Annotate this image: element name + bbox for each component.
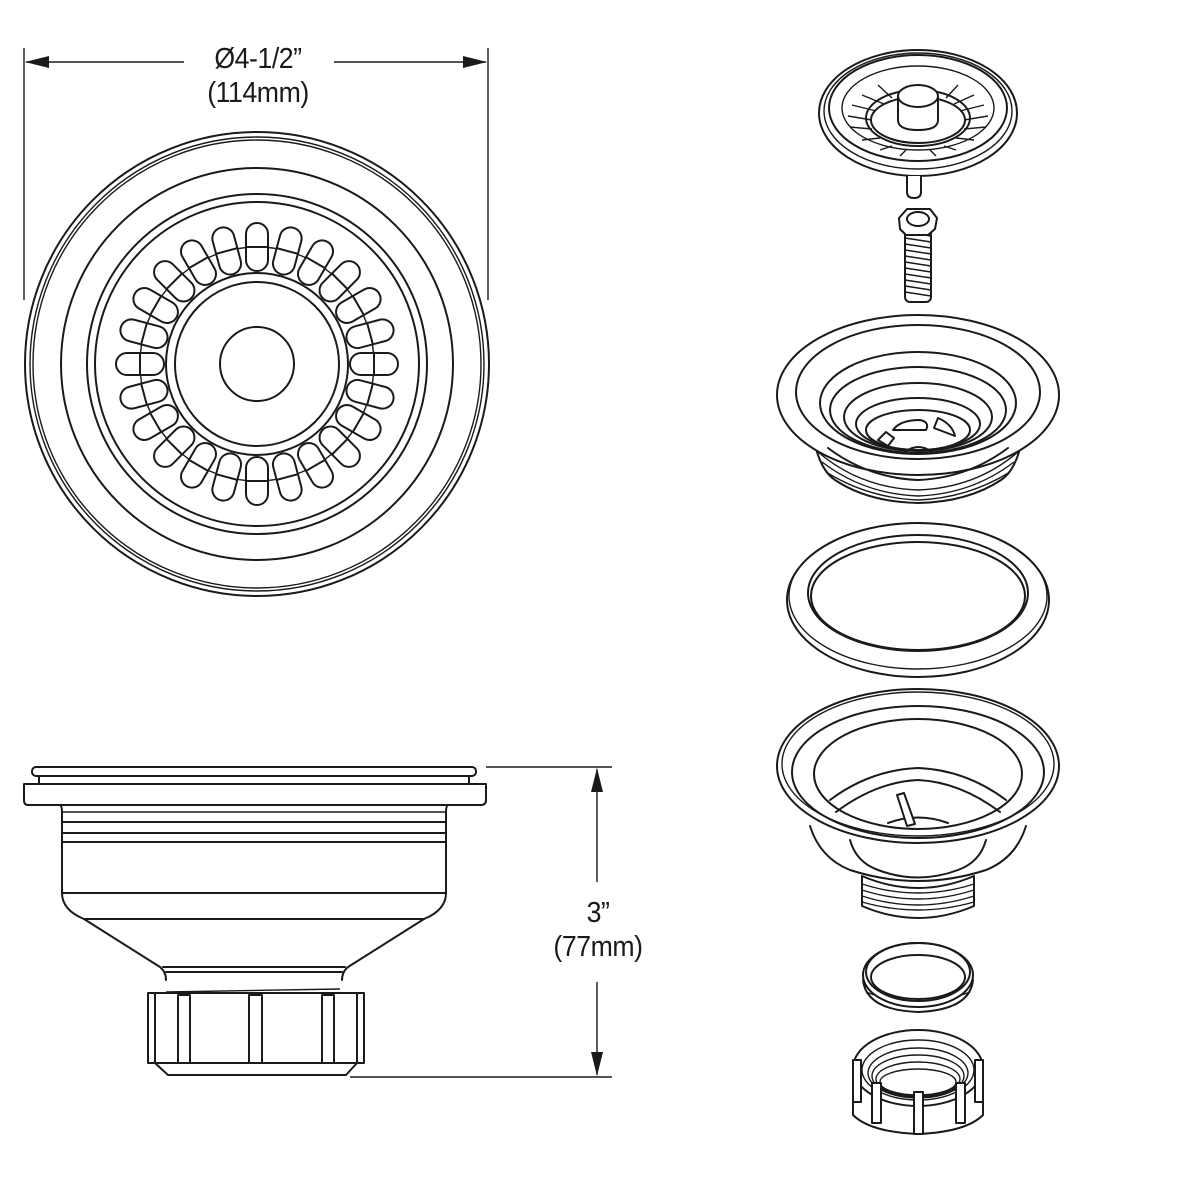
exploded-view [776, 49, 1060, 1135]
height-dimension-line [350, 766, 612, 1078]
diameter-imperial: Ø4-1/2” [214, 43, 302, 75]
diameter-metric: (114mm) [207, 77, 309, 109]
side-view [23, 766, 612, 1078]
part-strainer-basket [818, 49, 1018, 199]
diameter-label: Ø4-1/2” (114mm) [184, 42, 332, 110]
arrow-down-icon [591, 1052, 603, 1076]
height-label: 3” (77mm) [533, 896, 663, 964]
part-strainer-body [776, 688, 1060, 919]
top-view [23, 48, 490, 597]
arrow-right-icon [463, 56, 487, 68]
part-gasket-ring [786, 522, 1050, 678]
diameter-dimension-line [23, 48, 489, 300]
arrow-left-icon [25, 56, 49, 68]
part-threaded-stem [898, 208, 938, 303]
part-sink-flange [776, 314, 1060, 504]
part-slip-washer [862, 942, 974, 1013]
part-coupling-nut [852, 1029, 984, 1135]
arrow-up-icon [591, 768, 603, 792]
height-metric: (77mm) [553, 931, 643, 963]
strainer-slots [115, 222, 399, 506]
height-imperial: 3” [586, 897, 610, 929]
